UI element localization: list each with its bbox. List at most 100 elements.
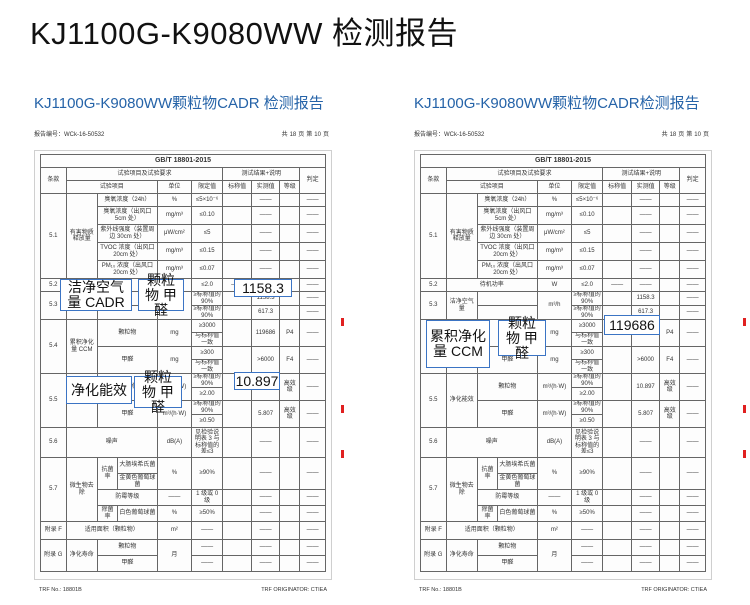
table-cell: >6000: [630, 346, 661, 374]
table-cell: [659, 427, 681, 458]
table-cell: [602, 242, 632, 261]
table-cell: [602, 260, 632, 279]
table-cell: ——: [679, 373, 706, 401]
table-cell: [602, 373, 632, 401]
table-cell: ——: [250, 521, 281, 540]
table-cell: %: [156, 193, 193, 207]
table-cell: ≥0.50: [570, 414, 604, 428]
table-cell: 5.4: [40, 319, 67, 374]
table-cell: ——: [679, 305, 706, 320]
table-cell: 防霉等级: [96, 489, 158, 506]
table-cell: [222, 457, 252, 490]
table-cell: ——: [570, 555, 604, 572]
table-cell: 净化寿命: [445, 539, 478, 572]
table-cell: 适用面积（颗粒物）: [65, 521, 158, 540]
table-cell: ——: [602, 278, 632, 292]
table-cell: ——: [299, 373, 326, 401]
table-cell: ——: [630, 427, 661, 458]
table-cell: 抗菌率: [96, 457, 118, 490]
page-title: KJ1100G-K9080WW 检测报告: [30, 16, 459, 51]
table-cell: ——: [630, 278, 661, 292]
table-cell: ≥90%: [190, 457, 224, 490]
table-cell: ——: [190, 555, 224, 572]
table-cell: [279, 521, 301, 540]
table-cell: [222, 555, 252, 572]
table-row: 甲醛 —— ————: [421, 555, 706, 572]
footer-trf-originator: TRF ORIGINATOR: CTIEA: [641, 587, 707, 593]
table-cell: [602, 206, 632, 225]
table-cell: [659, 224, 681, 243]
table-cell: [279, 427, 301, 458]
table-cell: ——: [630, 193, 661, 207]
table-cell: ——: [250, 457, 281, 490]
table-cell: [279, 193, 301, 207]
table-cell: 高效级: [659, 400, 681, 428]
panel-title: KJ1100G-K9080WW颗粒物CADR检测报告: [414, 95, 700, 112]
table-cell: ≥2.00: [570, 387, 604, 401]
table-cell: 与标称值一致: [570, 359, 604, 374]
table-cell: 5.1: [40, 193, 67, 279]
table-cell: 标称值: [602, 180, 632, 194]
table-cell: [222, 305, 252, 320]
table-cell: ≤2.0: [190, 278, 224, 292]
table-cell: %: [156, 457, 193, 490]
edge-marker: [743, 405, 746, 413]
table-cell: 试验项目及试验要求: [65, 167, 224, 181]
table-cell: [222, 489, 252, 506]
table-cell: [602, 400, 632, 428]
table-cell: 5.6: [420, 427, 447, 458]
table-cell: %: [536, 505, 573, 522]
callout-energy-efficiency: 净化能效: [66, 376, 132, 404]
table-cell: 除菌率: [476, 505, 498, 522]
table-cell: ——: [536, 489, 573, 506]
edge-marker: [341, 405, 344, 413]
table-cell: ≤5×10⁻⁶: [190, 193, 224, 207]
table-cell: ——: [250, 427, 281, 458]
table-cell: [659, 206, 681, 225]
table-cell: mg/m³: [536, 242, 573, 261]
table-cell: ——: [299, 539, 326, 556]
table-cell: 高效级: [279, 373, 301, 401]
report-sheet: GB/T 18801-2015 条款 试验项目及试验要求 测试结果+说明 判定 …: [34, 150, 332, 593]
table-cell: ≤0.15: [570, 242, 604, 261]
table-cell: [602, 489, 632, 506]
table-cell: ——: [679, 427, 706, 458]
table-cell: [602, 427, 632, 458]
table-cell: ——: [679, 193, 706, 207]
table-cell: ≤0.10: [190, 206, 224, 225]
table-cell: 金黄色葡萄球菌: [496, 473, 538, 490]
table-cell: ——: [630, 242, 661, 261]
table-cell: 甲醛: [476, 400, 538, 428]
table-cell: %: [536, 457, 573, 490]
report-panel-right: KJ1100G-K9080WW颗粒物CADR检测报告 报告编号：WCk-16-5…: [414, 88, 724, 593]
table-cell: PM₁₀ 浓度（出风口 20cm 处）: [96, 260, 158, 279]
table-cell: ≥50%: [570, 505, 604, 522]
table-cell: 微生物去除: [65, 457, 98, 522]
table-row: 与标称值一致: [421, 332, 706, 347]
table-cell: 抗菌率: [476, 457, 498, 490]
table-cell: ——: [630, 505, 661, 522]
table-cell: 臭氧浓度（出风口 5cm 处）: [476, 206, 538, 225]
table-cell: [222, 319, 252, 347]
table-cell: ≥300: [570, 346, 604, 360]
table-cell: [222, 521, 252, 540]
table-cell: 5.5: [420, 373, 447, 428]
callout-cadr: 洁净空气量 CADR: [60, 279, 132, 311]
report-table: GB/T 18801-2015 条款 试验项目及试验要求 测试结果+说明 判定 …: [40, 154, 326, 572]
table-cell: 洁净空气量: [445, 291, 478, 320]
table-cell: [602, 346, 632, 374]
table-cell: 附录 F: [420, 521, 447, 540]
table-cell: PM₁₀ 浓度（出风口 20cm 处）: [476, 260, 538, 279]
table-cell: ——: [190, 539, 224, 556]
table-cell: [659, 457, 681, 490]
table-row: 5.1 有害物质释放量 臭氧浓度（24h） %≤5×10⁻⁶ ————: [40, 193, 326, 279]
table-cell: 10.897: [630, 373, 661, 401]
table-cell: ——: [679, 278, 706, 292]
footer-trf-originator: TRF ORIGINATOR: CTIEA: [261, 587, 327, 593]
table-row: PM₁₀ 浓度（出风口 20cm 处） mg/m³≤0.07 ————: [41, 260, 326, 279]
table-cell: ——: [630, 206, 661, 225]
table-cell: 单位: [156, 180, 193, 194]
table-cell: [659, 242, 681, 261]
